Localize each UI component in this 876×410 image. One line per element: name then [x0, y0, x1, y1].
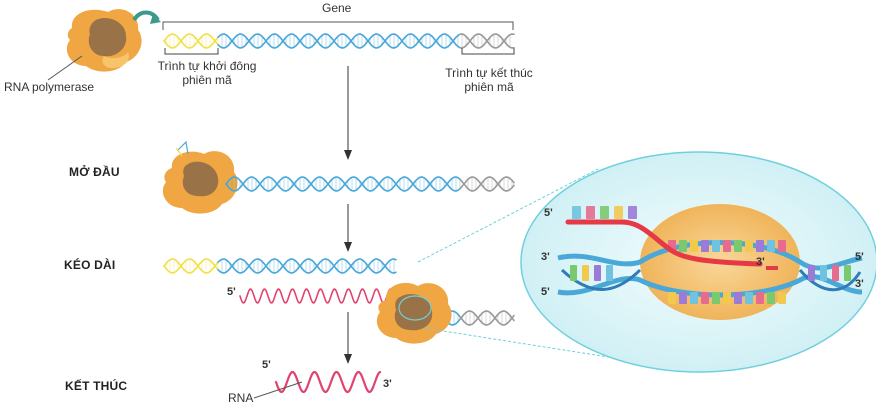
flow-arrow-1 — [344, 66, 352, 160]
flow-arrow-2 — [344, 204, 352, 252]
gene-label: Gene — [322, 1, 352, 15]
zoom-rna-3prime: 3' — [756, 256, 765, 268]
promoter-label-line1: Trình tự khởi đông — [157, 59, 257, 73]
polymerase-initiation — [162, 140, 238, 214]
rna-label: RNA — [228, 391, 254, 405]
promoter-label: Trình tự khởi đông phiên mã — [138, 59, 276, 87]
zoom-dna-bottom-5prime: 5' — [541, 286, 550, 298]
stage-termination-label: KẾT THÚC — [65, 379, 128, 393]
zoom-dna-bottom-3prime: 3' — [855, 278, 864, 290]
rna-termination — [274, 371, 382, 393]
terminator-label-line2: phiên mã — [464, 80, 514, 94]
zoom-rna — [565, 206, 778, 270]
zoom-line-bottom — [423, 327, 641, 363]
rna-polymerase-label: RNA polymerase — [4, 80, 95, 94]
zoom-dna-top-5prime: 5' — [855, 251, 864, 263]
elongation-rna-5prime: 5' — [227, 286, 236, 298]
terminator-bracket — [461, 48, 515, 55]
polymerase-arrow — [132, 10, 161, 24]
dna-gene-row — [163, 33, 515, 49]
zoom-line-top — [417, 167, 601, 263]
rna-pointer — [253, 381, 303, 399]
dna-initiation-row — [225, 176, 515, 192]
gene-bracket — [162, 21, 514, 30]
polymerase-row1 — [66, 9, 142, 72]
flow-arrow-3 — [344, 312, 352, 364]
promoter-bracket — [164, 48, 219, 55]
terminator-label-line1: Trình tự kết thúc — [445, 66, 533, 80]
dna-elongation-row — [163, 258, 515, 326]
stage-elongation-label: KÉO DÀI — [64, 258, 116, 272]
zoom-dna-top-3prime: 3' — [541, 251, 550, 263]
polymerase-elongation — [376, 282, 452, 344]
stage-initiation-label: MỞ ĐẦU — [69, 165, 120, 179]
termination-rna-3prime: 3' — [383, 378, 392, 390]
promoter-label-line2: phiên mã — [182, 73, 232, 87]
rna-elongation — [239, 288, 397, 304]
rna-polymerase-pointer — [47, 55, 83, 81]
termination-rna-5prime: 5' — [262, 359, 271, 371]
terminator-label: Trình tự kết thúc phiên mã — [428, 66, 550, 94]
zoom-rna-5prime: 5' — [544, 207, 553, 219]
